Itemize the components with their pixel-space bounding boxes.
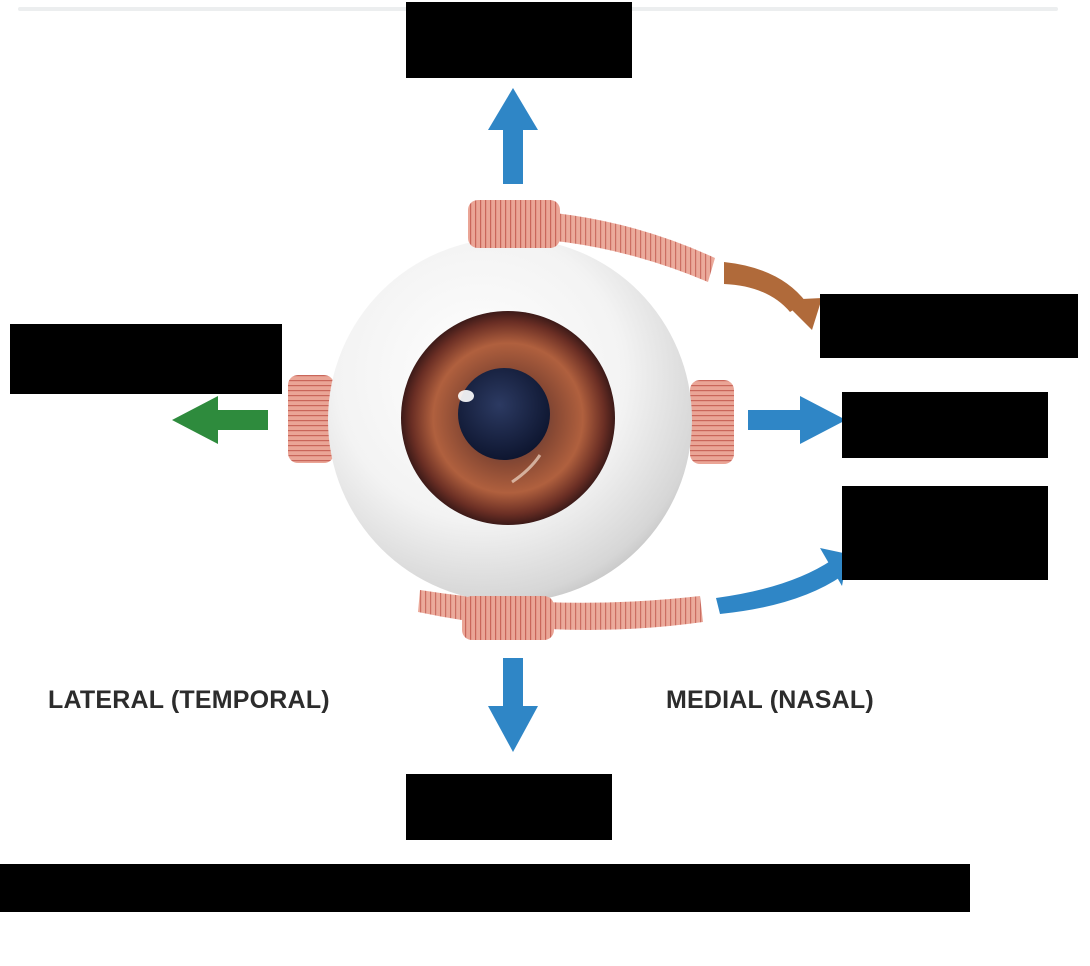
arrow-down — [488, 658, 538, 752]
lower-right-label-box — [842, 486, 1048, 580]
upper-right-label-box — [820, 294, 1078, 358]
arrow-left — [172, 396, 268, 444]
lateral-rectus-muscle — [288, 375, 334, 463]
medial-rectus-muscle — [690, 380, 734, 464]
middle-right-label-box — [842, 392, 1048, 458]
bottom-label-box — [406, 774, 612, 840]
top-label-box — [406, 2, 632, 78]
arrow-up — [488, 88, 538, 184]
lateral-label: LATERAL (TEMPORAL) — [48, 686, 330, 714]
caption-bar — [0, 864, 970, 912]
left-label-box — [10, 324, 282, 394]
eye-highlight — [458, 390, 474, 402]
arrow-curved-down-right — [716, 548, 848, 614]
inferior-rectus-muscle — [462, 596, 554, 640]
inferior-oblique-muscle — [418, 590, 703, 630]
arrow-right — [748, 396, 846, 444]
arrow-curved-up-right — [724, 262, 822, 330]
pupil — [458, 368, 550, 460]
superior-rectus-muscle — [468, 200, 560, 248]
medial-label: MEDIAL (NASAL) — [666, 686, 874, 714]
